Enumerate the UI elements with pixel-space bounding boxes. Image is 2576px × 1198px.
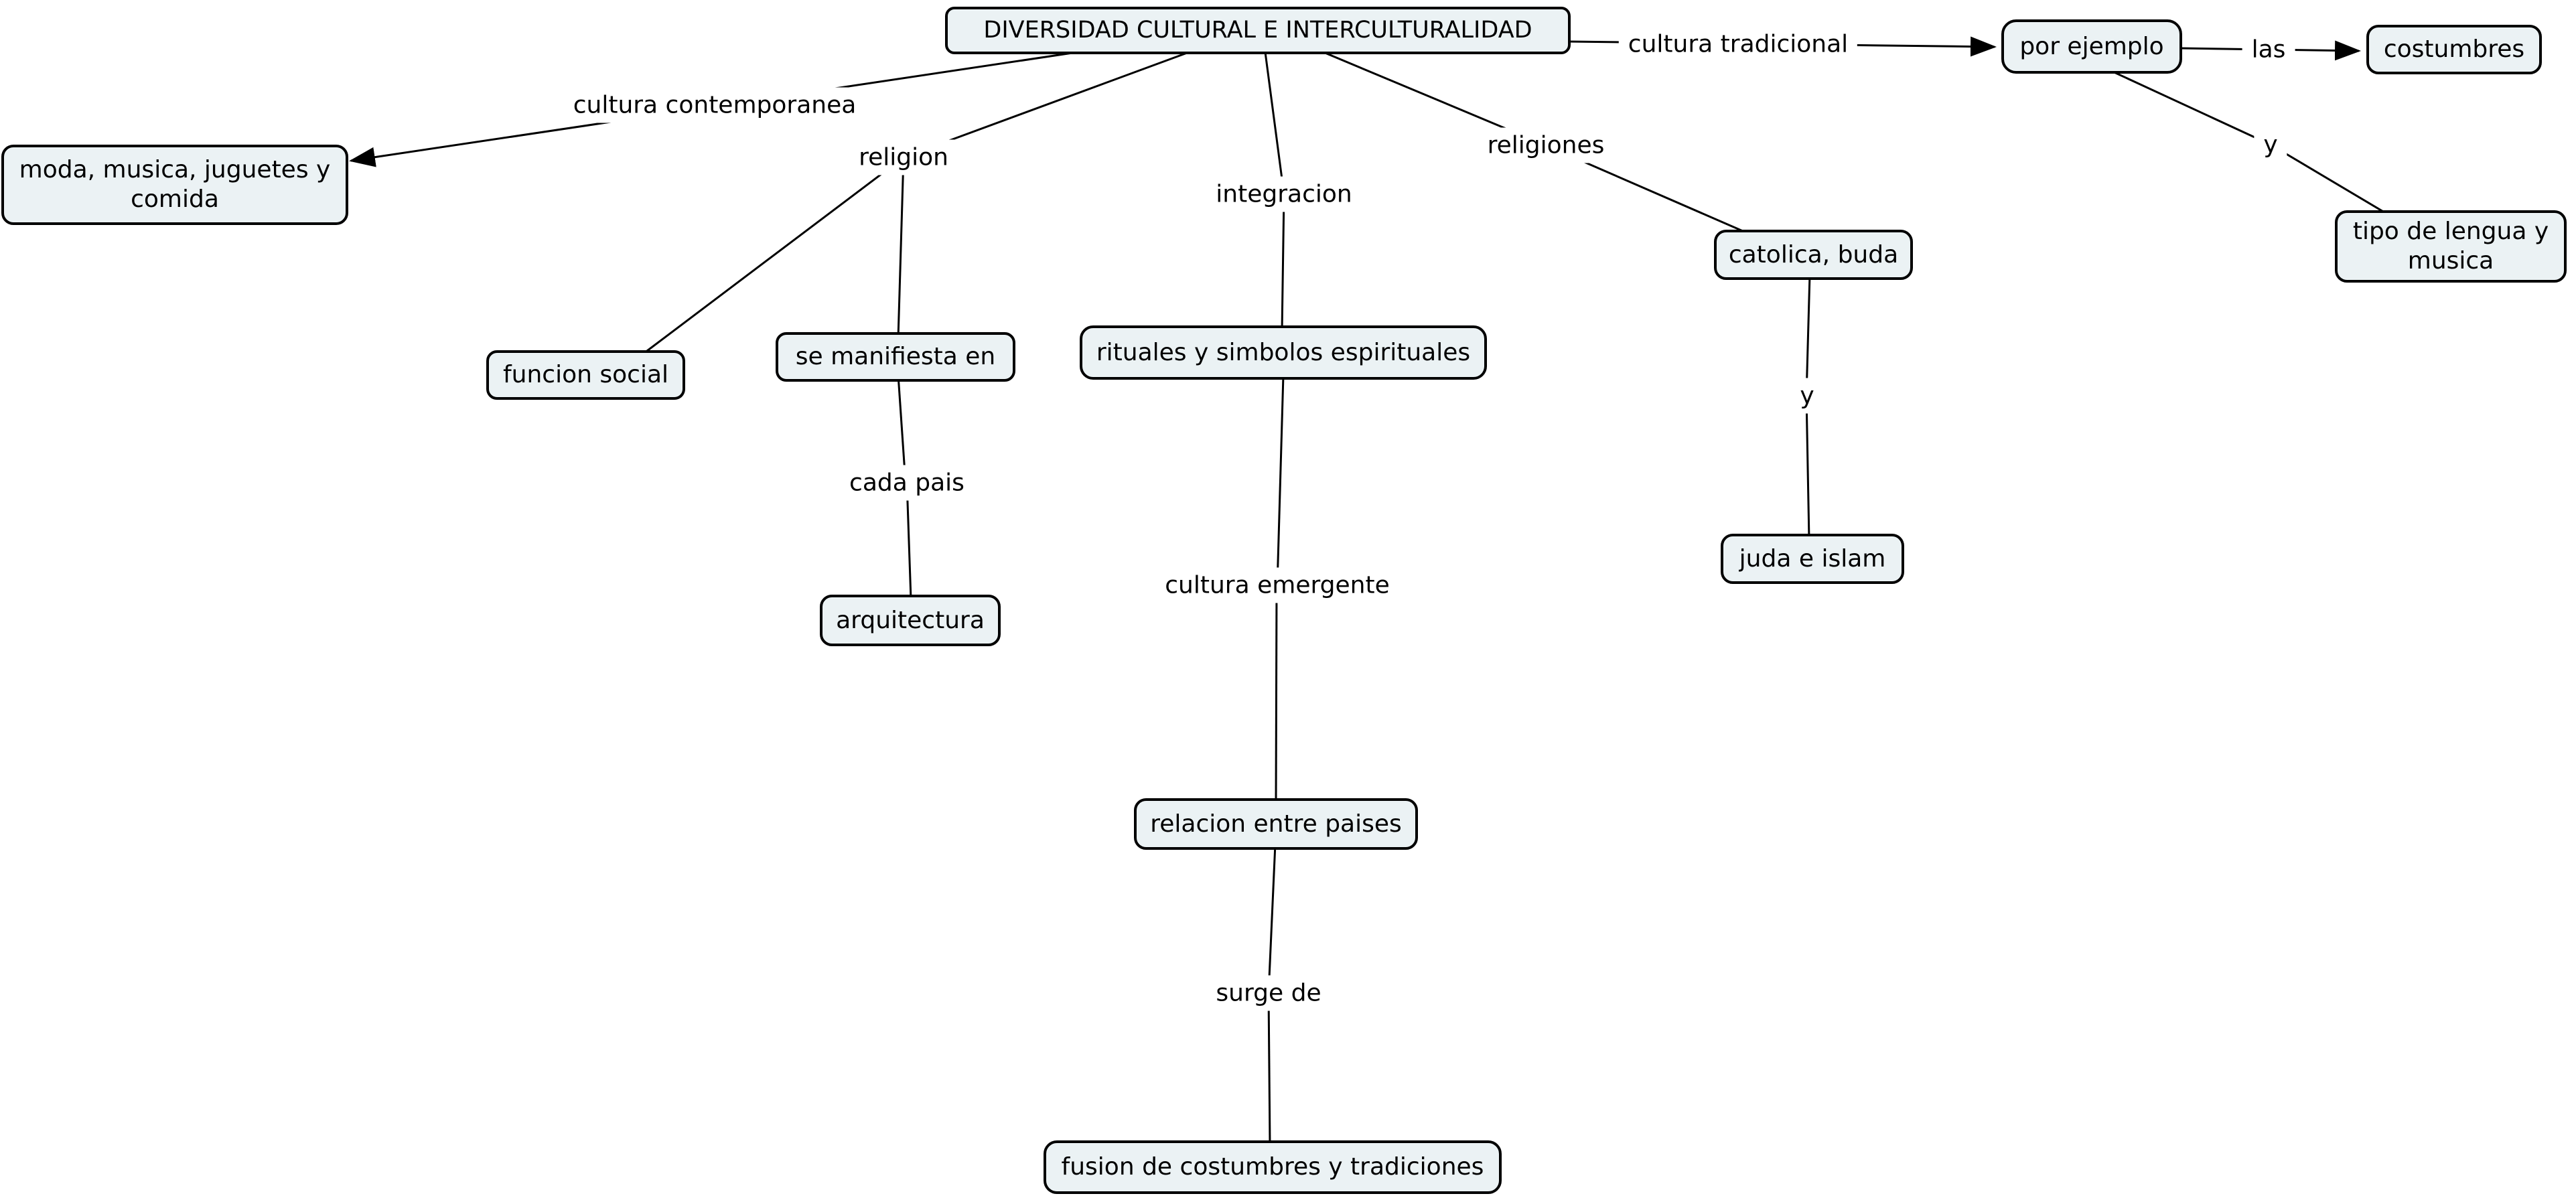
edge-label-cultura-tradicional[interactable]: cultura tradicional bbox=[1618, 26, 1858, 62]
node-por-ejemplo[interactable]: por ejemplo bbox=[2001, 19, 2182, 74]
edge-integracion-rituales[interactable] bbox=[1281, 194, 1285, 332]
node-tipo-de-lengua-y-musica[interactable]: tipo de lengua y musica bbox=[2335, 210, 2567, 283]
edge-surge-de-fusion[interactable] bbox=[1267, 992, 1271, 1146]
edge-relacion-surge-de[interactable] bbox=[1267, 843, 1277, 994]
edge-label-y-religiones[interactable]: y bbox=[1790, 378, 1824, 414]
edge-religion-se-manifiesta[interactable] bbox=[897, 157, 905, 339]
edge-label-cada-pais[interactable]: cada pais bbox=[840, 465, 974, 501]
edge-label-cultura-contemporanea[interactable]: cultura contemporanea bbox=[563, 87, 866, 123]
node-title[interactable]: DIVERSIDAD CULTURAL E INTERCULTURALIDAD bbox=[945, 7, 1571, 54]
edge-label-integracion[interactable]: integracion bbox=[1206, 176, 1362, 212]
edge-label-surge-de[interactable]: surge de bbox=[1206, 975, 1331, 1011]
node-fusion-costumbres-tradiciones[interactable]: fusion de costumbres y tradiciones bbox=[1044, 1140, 1502, 1194]
node-moda-musica-juguetes-comida[interactable]: moda, musica, juguetes y comida bbox=[1, 145, 348, 225]
node-catolica-buda[interactable]: catolica, buda bbox=[1714, 230, 1913, 280]
edge-catolica-y[interactable] bbox=[1805, 274, 1811, 396]
node-costumbres[interactable]: costumbres bbox=[2366, 25, 2542, 74]
edge-label-religion[interactable]: religion bbox=[849, 139, 958, 175]
edge-label-cultura-emergente[interactable]: cultura emergente bbox=[1155, 567, 1399, 603]
edge-religion-funcion-social[interactable] bbox=[641, 156, 904, 356]
node-arquitectura[interactable]: arquitectura bbox=[820, 595, 1001, 646]
edge-por-ejemplo-y[interactable] bbox=[2109, 69, 2271, 146]
edge-label-religiones[interactable]: religiones bbox=[1478, 127, 1614, 163]
edge-rituales-cultura-emergente[interactable] bbox=[1276, 374, 1285, 586]
node-juda-e-islam[interactable]: juda e islam bbox=[1721, 534, 1904, 584]
edge-cada-pais-arquitectura[interactable] bbox=[906, 482, 912, 600]
node-funcion-social[interactable]: funcion social bbox=[486, 350, 685, 400]
edge-label-las[interactable]: las bbox=[2242, 31, 2295, 68]
edge-label-y-por-ejemplo[interactable]: y bbox=[2254, 127, 2287, 163]
edge-title-integracion[interactable] bbox=[1264, 52, 1285, 195]
node-rituales-simbolos[interactable]: rituales y simbolos espirituales bbox=[1080, 325, 1487, 380]
edge-se-manifiesta-cada-pais[interactable] bbox=[897, 374, 907, 483]
node-se-manifiesta-en[interactable]: se manifiesta en bbox=[776, 332, 1015, 382]
node-relacion-entre-paises[interactable]: relacion entre paises bbox=[1134, 798, 1418, 850]
edge-y-tipo-lengua[interactable] bbox=[2270, 143, 2388, 216]
edge-cultura-emergente-relacion[interactable] bbox=[1275, 585, 1278, 804]
edge-y-juda[interactable] bbox=[1805, 395, 1810, 540]
